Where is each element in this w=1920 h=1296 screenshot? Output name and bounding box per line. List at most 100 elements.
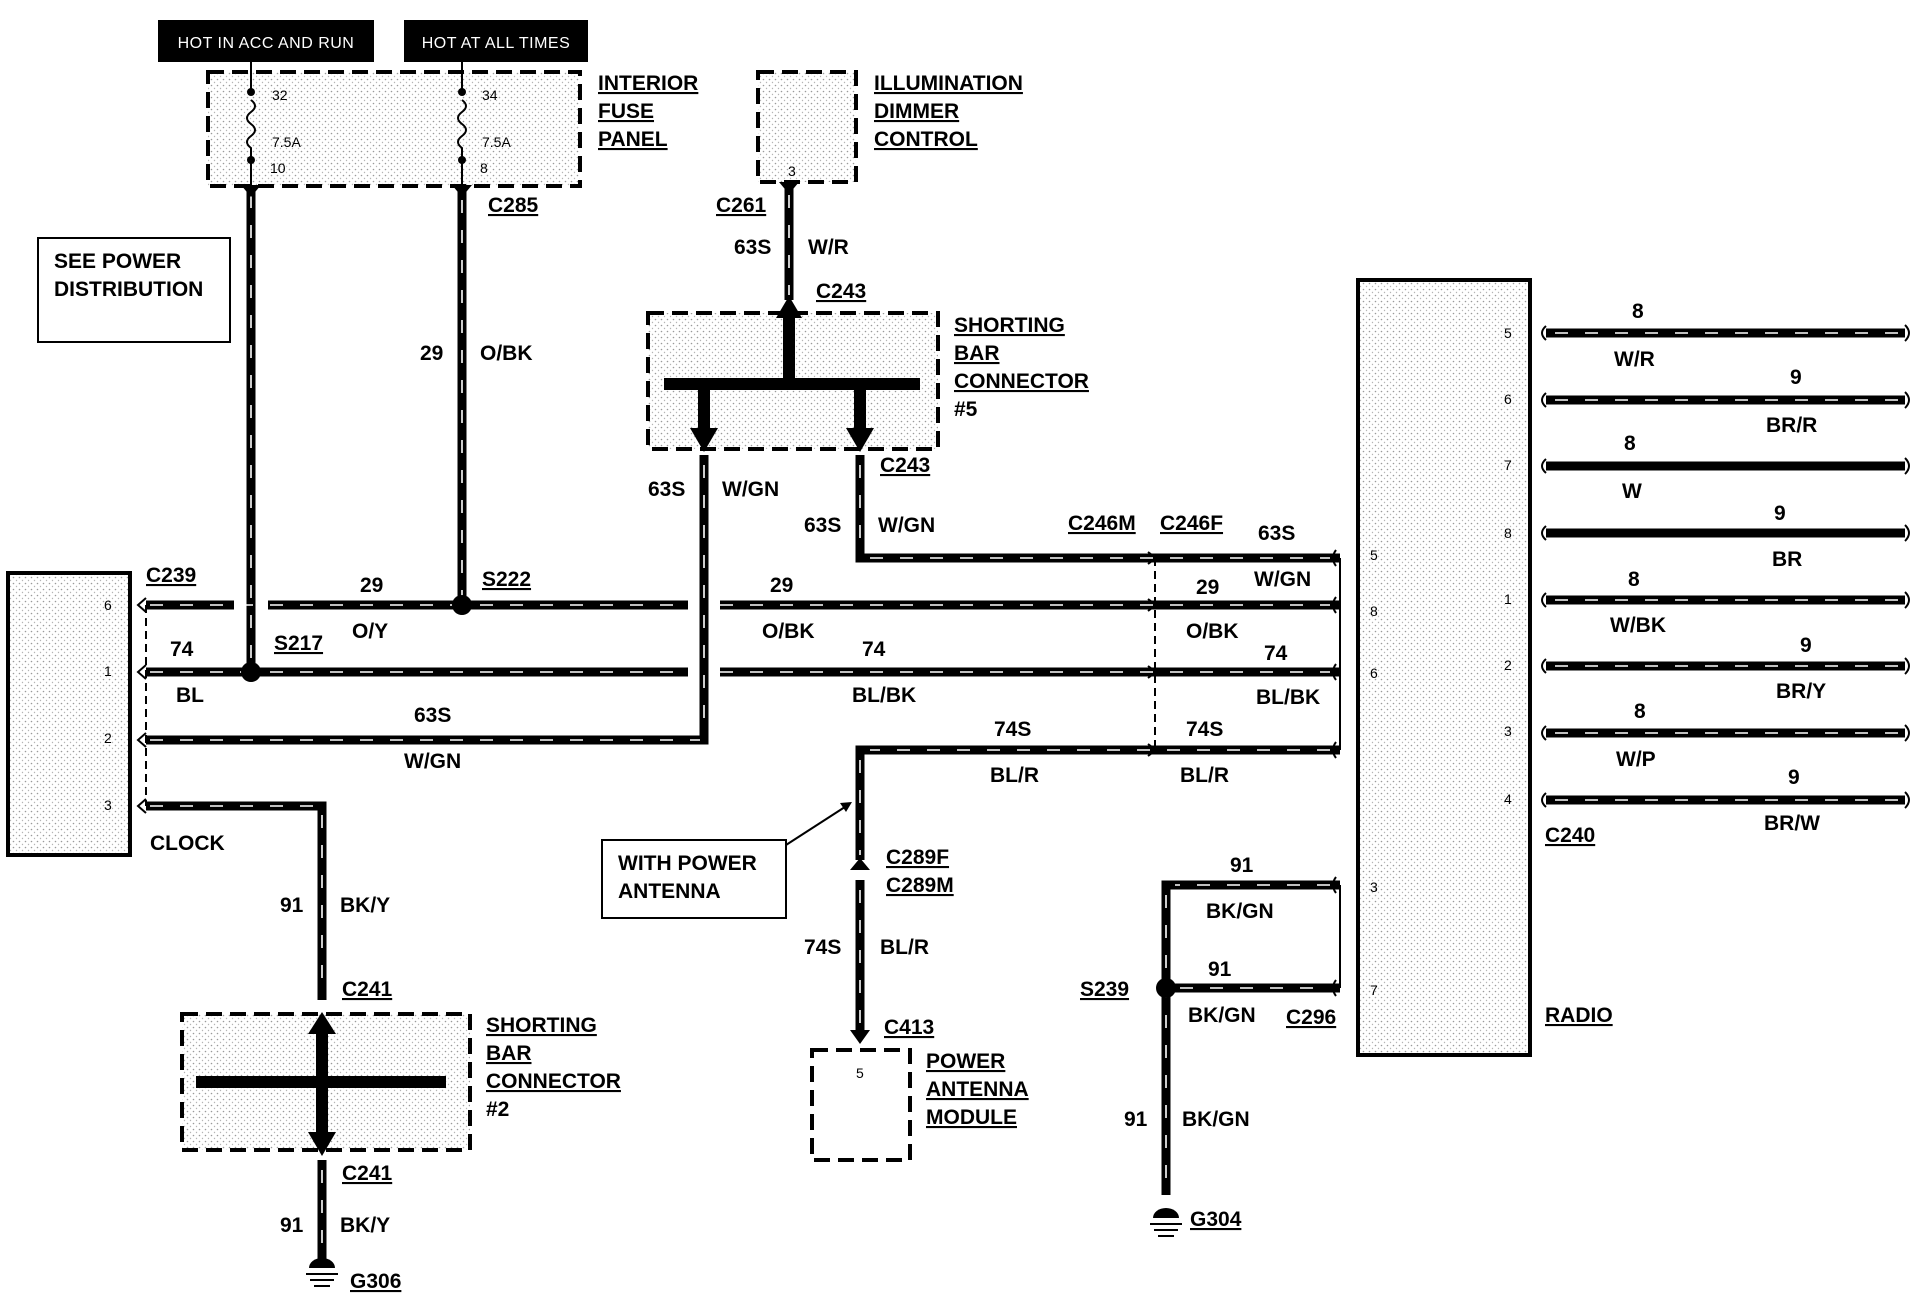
bar5-label-4: #5 [954,398,978,421]
svg-text:9: 9 [1774,502,1786,525]
speaker-wire-labels: 8 W/R 9 BR/R 8 W 9 BR 8 W/BK 9 BR/Y 8 W/… [1610,300,1826,835]
svg-text:63S: 63S [804,514,841,537]
svg-text:BL/R: BL/R [880,936,929,959]
svg-text:BR/W: BR/W [1764,812,1820,835]
svg-text:63S: 63S [648,478,685,501]
svg-text:91: 91 [1230,854,1254,877]
svg-text:74S: 74S [1186,718,1223,741]
dimmer-pin: 3 [788,163,796,179]
svg-text:29: 29 [420,342,443,365]
svg-text:O/BK: O/BK [480,342,533,365]
svg-text:S222: S222 [482,568,531,591]
svg-text:9: 9 [1788,766,1800,789]
svg-text:BR: BR [1772,548,1802,571]
svg-text:7: 7 [1370,982,1378,998]
svg-text:BL: BL [176,684,204,707]
ground-g304: G304 [1150,1208,1242,1237]
svg-text:G306: G306 [350,1270,401,1293]
svg-text:SHORTING: SHORTING [486,1014,597,1037]
svg-text:#2: #2 [486,1098,509,1121]
splice-s239 [1156,978,1176,998]
svg-text:S217: S217 [274,632,323,655]
svg-text:POWER: POWER [926,1050,1005,1073]
svg-text:1: 1 [1504,591,1512,607]
svg-text:HOT AT ALL TIMES: HOT AT ALL TIMES [422,35,571,52]
svg-text:29: 29 [1196,576,1219,599]
svg-text:BK/GN: BK/GN [1182,1108,1250,1131]
svg-text:W/R: W/R [808,236,849,259]
svg-text:8: 8 [1370,603,1378,619]
svg-text:7: 7 [1504,457,1512,473]
fuse-panel-label-1: INTERIOR [598,72,698,95]
svg-text:74: 74 [1264,642,1288,665]
svg-text:91: 91 [1124,1108,1148,1131]
ground-g306: G306 [306,1258,401,1293]
speaker-wires [1546,324,1910,809]
note-see-power-distribution: SEE POWER DISTRIBUTION [37,237,231,343]
svg-text:W: W [1622,480,1642,503]
svg-text:C239: C239 [146,564,196,587]
connector-labels: C285 C261 C243 C243 C239 S222 S217 C246M… [146,194,1595,1185]
svg-text:BL/R: BL/R [1180,764,1229,787]
svg-text:W/P: W/P [1616,748,1656,771]
dimmer-label-2: DIMMER [874,100,959,123]
svg-text:8: 8 [1624,432,1636,455]
svg-text:5: 5 [1504,325,1512,341]
svg-text:3: 3 [104,797,112,813]
bar5-label-3: CONNECTOR [954,370,1089,393]
svg-text:8: 8 [1634,700,1646,723]
svg-text:8: 8 [1504,525,1512,541]
svg-text:29: 29 [360,574,383,597]
svg-text:O/Y: O/Y [352,620,388,643]
svg-text:9: 9 [1800,634,1812,657]
fuse1-top-pin: 32 [272,87,288,103]
svg-text:8: 8 [1632,300,1644,323]
fuse2-rating: 7.5A [482,134,511,150]
fuse2-bottom-pin: 8 [480,160,488,176]
svg-text:2: 2 [1504,657,1512,673]
clock: 6 1 2 3 CLOCK [6,571,225,857]
power-antenna-module: 5 POWER ANTENNA MODULE [810,858,1029,1162]
wire-bar-left-down [146,455,709,745]
svg-text:BK/Y: BK/Y [340,894,390,917]
svg-text:WITH POWER: WITH POWER [618,852,757,875]
dimmer-label-3: CONTROL [874,128,978,151]
svg-text:63S: 63S [414,704,451,727]
fuse1-bottom-pin: 10 [270,160,286,176]
svg-text:BL/R: BL/R [990,764,1039,787]
svg-text:74S: 74S [804,936,841,959]
wires [146,185,1910,1268]
wire-radio3-91 [1161,880,1340,1195]
svg-text:63S: 63S [734,236,771,259]
splice-s217 [241,662,261,682]
svg-text:2: 2 [104,730,112,746]
splice-s222 [452,595,472,615]
svg-text:BR/Y: BR/Y [1776,680,1826,703]
fuse-panel-label-2: FUSE [598,100,654,123]
bar5-label-2: BAR [954,342,1000,365]
svg-text:ANTENNA: ANTENNA [618,880,721,903]
wire-74s [855,745,1340,860]
svg-text:BK/GN: BK/GN [1206,900,1274,923]
shorting-bar-connector-5: SHORTING BAR CONNECTOR #5 [646,296,1089,452]
svg-text:91: 91 [280,894,304,917]
interior-fuse-panel: 32 7.5A 10 34 7.5A 8 INTERIOR FUSE PANEL [206,62,698,197]
svg-text:W/GN: W/GN [404,750,461,773]
svg-text:74: 74 [862,638,886,661]
svg-text:BR/R: BR/R [1766,414,1817,437]
wire-labels: 29 O/BK 63S W/R 63S W/GN 63S W/GN 63S W/… [170,236,1320,1237]
svg-text:91: 91 [280,1214,304,1237]
fuse-panel-label-3: PANEL [598,128,668,151]
svg-text:BAR: BAR [486,1042,532,1065]
svg-text:BL/BK: BL/BK [852,684,916,707]
svg-text:DISTRIBUTION: DISTRIBUTION [54,278,203,301]
svg-text:6: 6 [1504,391,1512,407]
radio: 5 8 6 3 7 5 6 7 8 1 2 3 4 RADIO [1356,278,1613,1057]
svg-text:74S: 74S [994,718,1031,741]
svg-text:SEE POWER: SEE POWER [54,250,181,273]
svg-text:S239: S239 [1080,978,1129,1001]
svg-text:C296: C296 [1286,1006,1336,1029]
svg-text:C243: C243 [816,280,866,303]
svg-text:C241: C241 [342,1162,393,1185]
header-hot-acc-run: HOT IN ACC AND RUN [158,20,374,62]
